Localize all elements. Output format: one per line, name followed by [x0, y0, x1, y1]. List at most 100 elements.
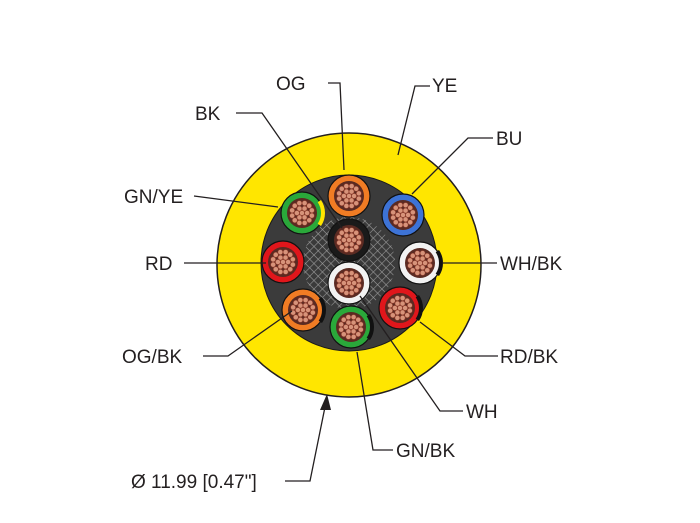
conductor-wh-bk [398, 241, 443, 285]
copper-strand [343, 232, 350, 239]
copper-strand [355, 277, 362, 284]
copper-strand [297, 302, 304, 309]
copper-strand [394, 315, 401, 321]
copper-strand [338, 321, 344, 328]
copper-strand [390, 214, 397, 221]
copper-strand [407, 219, 414, 226]
copper-strand [350, 314, 357, 320]
copper-strand [355, 234, 362, 241]
leader-line-bu [411, 137, 493, 195]
copper-strand [290, 304, 296, 311]
copper-strand [348, 188, 355, 195]
copper-strand [304, 210, 310, 216]
copper-strand [290, 261, 296, 268]
conductor-gn-bk [329, 305, 374, 349]
copper-strand [306, 217, 313, 224]
copper-strand [357, 321, 364, 328]
label-og-bk: OG/BK [122, 347, 183, 368]
copper-strand [419, 269, 426, 276]
copper-strand [272, 266, 279, 273]
copper-strand [355, 190, 362, 197]
copper-strand [348, 241, 355, 248]
copper-strand [348, 246, 355, 253]
copper-strand [338, 287, 345, 294]
copper-strand [402, 216, 409, 223]
copper-strand [414, 270, 421, 276]
copper-strand [412, 260, 418, 266]
copper-strand [350, 328, 357, 335]
copper-strand [277, 263, 284, 270]
leader-line-ye [397, 85, 430, 156]
copper-strand [289, 256, 296, 263]
copper-strand [355, 331, 362, 338]
copper-strand [392, 305, 398, 311]
copper-strand [291, 217, 298, 224]
copper-strand [296, 214, 303, 221]
copper-strand [301, 214, 308, 221]
copper-strand [307, 299, 314, 306]
copper-strand [394, 309, 401, 316]
copper-strand [397, 216, 404, 223]
copper-strand [414, 255, 421, 262]
leader-line-wh [359, 295, 463, 412]
copper-strand [402, 207, 409, 214]
copper-strand [291, 202, 298, 209]
conductor-og [327, 174, 371, 218]
copper-strand [348, 232, 355, 239]
copper-strand [343, 241, 350, 248]
copper-strand [348, 289, 355, 296]
copper-strand [394, 300, 401, 307]
copper-strand [345, 334, 352, 340]
copper-strand [402, 202, 409, 208]
copper-strand [353, 229, 360, 236]
copper-strand [338, 229, 345, 236]
copper-strand [336, 239, 343, 246]
copper-strand [348, 284, 355, 291]
copper-strand [343, 290, 350, 296]
copper-strand [270, 256, 276, 263]
copper-strand [353, 272, 360, 279]
copper-strand [338, 200, 345, 207]
copper-strand [345, 328, 352, 335]
conductor-wh [327, 261, 371, 305]
copper-strand [422, 260, 428, 266]
copper-strand [389, 312, 396, 319]
copper-strand [404, 312, 411, 319]
copper-strand [414, 250, 421, 257]
copper-strand [287, 266, 294, 273]
copper-strand [409, 267, 416, 274]
copper-strand [292, 299, 299, 306]
copper-strand [407, 262, 414, 269]
copper-strand [338, 185, 345, 192]
copper-strand [341, 237, 347, 243]
copper-strand [345, 319, 352, 326]
copper-strand [358, 326, 364, 333]
copper-strand [409, 209, 416, 216]
label-bk: BK [195, 104, 221, 125]
copper-strand [297, 297, 304, 304]
copper-strand [351, 193, 357, 199]
label-og: OG [276, 74, 306, 95]
copper-strand [348, 202, 355, 209]
copper-strand [336, 277, 342, 284]
copper-strand [392, 219, 399, 226]
copper-strand [343, 188, 350, 195]
copper-strand [297, 311, 304, 318]
copper-strand [426, 257, 433, 264]
label-ye: YE [432, 76, 457, 97]
label-gn-ye: GN/YE [124, 187, 183, 208]
copper-strand [402, 305, 408, 311]
conductor-rd [261, 240, 305, 284]
copper-strand [310, 309, 316, 316]
copper-strand [348, 275, 355, 282]
conductor-bk [327, 218, 371, 262]
copper-strand [338, 272, 345, 279]
conductor-stripe [318, 297, 326, 323]
copper-strand [355, 316, 362, 323]
copper-strand [287, 251, 294, 258]
copper-strand [343, 197, 350, 204]
leader-line-bk [236, 112, 343, 229]
copper-strand [289, 207, 295, 214]
leader-line-og [328, 82, 345, 171]
copper-strand [353, 287, 360, 294]
